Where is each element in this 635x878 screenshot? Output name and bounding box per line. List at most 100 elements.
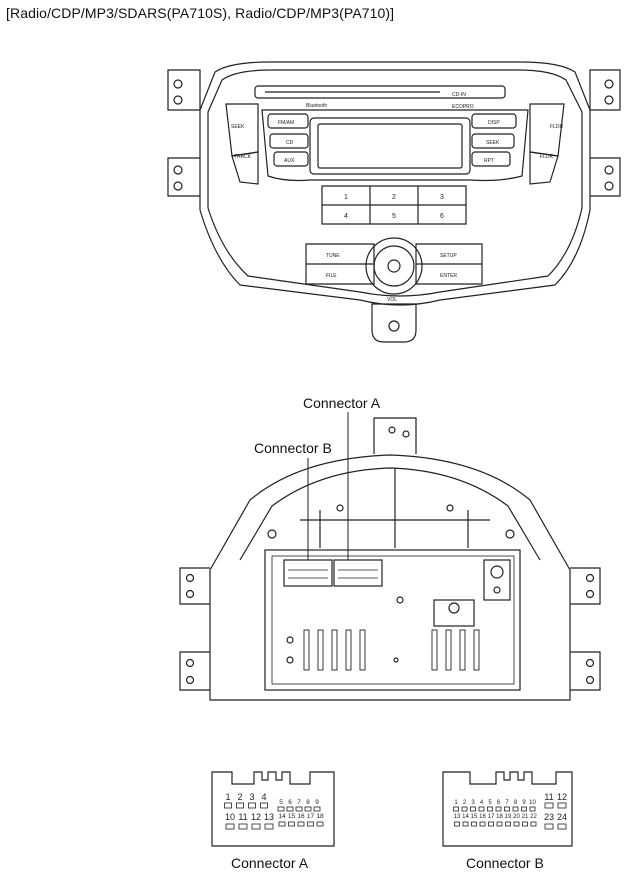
display-screen [309,117,471,175]
connector-a-pin-label-10: 10 [225,812,235,822]
connector-b-pin-label-20: 20 [513,814,520,820]
mode-button-aux[interactable] [273,151,309,167]
connector-b-pin-label-13: 13 [454,814,461,820]
rear-left-bracket-lower [179,651,210,691]
file-label[interactable]: FILE [326,273,337,279]
mode-button-seek[interactable] [471,133,515,149]
connector-b-pin-20 [513,821,520,827]
connector-a-pin-4 [260,802,268,809]
connector-b-pin-label-5: 5 [488,800,492,806]
left-lower-wing [231,151,259,185]
connector-b-pin-2 [461,806,468,812]
connector-a-pin-7 [295,806,303,812]
connector-b-pin-label-19: 19 [505,814,512,820]
connector-b-pin-1 [453,806,459,812]
connector-a-pin-10 [225,823,235,830]
page-title: [Radio/CDP/MP3/SDARS(PA710S), Radio/CDP/… [6,5,395,21]
aux-label: AUX [284,158,295,164]
connector-a-pin-2 [236,802,244,809]
right-upper-wing [529,103,565,157]
rear-connector-b [283,559,333,587]
ground-terminal [433,599,475,627]
connector-b-pin-label-8: 8 [514,800,518,806]
connector-b-pin-23 [544,823,554,830]
connector-b-pin-label-10: 10 [529,800,536,806]
connector-a-pin-18 [316,821,324,827]
connector-b-pin-9 [521,806,527,812]
connector-b-pin-label-21: 21 [522,814,529,820]
preset-2[interactable]: 2 [392,194,396,201]
volume-knob[interactable] [373,245,415,287]
mode-button-rpt[interactable] [471,151,511,167]
volume-knob-outer[interactable] [365,237,423,295]
mode-button-cd[interactable] [269,133,309,149]
bottom-tab [371,303,417,343]
connector-b-pin-label-14: 14 [462,814,469,820]
connector-b-caption: Connector B [466,855,544,871]
connector-b-pin-label-18: 18 [496,814,503,820]
vol-label: VOL [387,297,397,303]
tune-label[interactable]: TUNE [326,253,340,259]
connector-b-pin-label-12: 12 [557,792,567,802]
rear-top-bracket [374,417,417,454]
connector-a-pin-16 [297,821,305,827]
mode-button-disp[interactable] [471,113,517,129]
connector-a-pin-label-14: 14 [278,813,286,820]
cd-in-label: CD-IN [452,92,466,98]
connector-a-pin-label-1: 1 [225,792,230,802]
connector-a-pin-label-7: 7 [297,799,301,806]
connector-a-pin-14 [278,821,286,827]
front-panel-labels: CD-IN Bluetooth ECOPRO SEEK TRACK FLDR F… [231,92,563,164]
mode-button-fm-am[interactable] [267,113,309,129]
preset-6[interactable]: 6 [440,213,444,220]
connector-a-pin-label-12: 12 [251,812,261,822]
connector-b-pin-16 [479,821,486,827]
connector-b-pin-11 [544,802,554,809]
connector-a-pin-label-6: 6 [288,799,292,806]
connector-a-pin-8 [304,806,312,812]
connector-a-pin-label-4: 4 [261,792,266,802]
connector-a-pin-label-13: 13 [264,812,274,822]
connector-a-pin-15 [288,821,295,827]
connector-a-pin-label-17: 17 [307,813,315,820]
connector-b-pin-3 [470,806,476,812]
connector-a-pin-label-8: 8 [306,799,310,806]
connector-a-pin-12 [251,823,261,830]
connector-b-pin-6 [495,806,502,812]
enter-label[interactable]: ENTER [440,273,457,279]
eco-logo-label: ECOPRO [452,104,474,110]
seek-right-label: SEEK [486,140,500,146]
preset-1[interactable]: 1 [344,194,348,201]
preset-3[interactable]: 3 [440,194,444,201]
preset-5[interactable]: 5 [392,213,396,220]
connector-b-pin-label-9: 9 [522,800,526,806]
connector-b-pin-14 [462,821,469,827]
connector-a-pin-11 [238,823,248,830]
connector-a-pin-1 [224,802,232,809]
connector-b-pin-5 [487,806,493,812]
preset-labels: 1 2 3 4 5 6 [344,194,444,220]
preset-4[interactable]: 4 [344,213,348,220]
connector-a-pin-17 [307,821,314,827]
connector-b-pin-12 [557,802,567,809]
knob-left-buttons [305,243,375,285]
connector-a-pin-6 [286,806,294,812]
outer-bezel [199,61,591,306]
setup-label[interactable]: SETUP [440,253,457,259]
connector-b-pin-10 [529,806,536,812]
right-mount-bracket [589,69,621,197]
left-mount-bracket [167,69,201,197]
connector-a-pin-label-5: 5 [279,799,283,806]
rear-view [179,412,601,701]
connector-b-pin-18 [496,821,503,827]
rear-chassis [264,549,521,691]
connector-b-outline [442,771,573,847]
connector-b-pin-label-17: 17 [488,814,495,820]
knob-right-buttons [415,243,483,285]
connector-a-pin-5 [277,806,285,812]
fldr-down-label: FLDR [540,154,553,160]
connector-b-pin-label-11: 11 [544,792,553,802]
rear-left-bracket-upper [179,567,210,605]
connector-b-pin-19 [505,821,511,827]
